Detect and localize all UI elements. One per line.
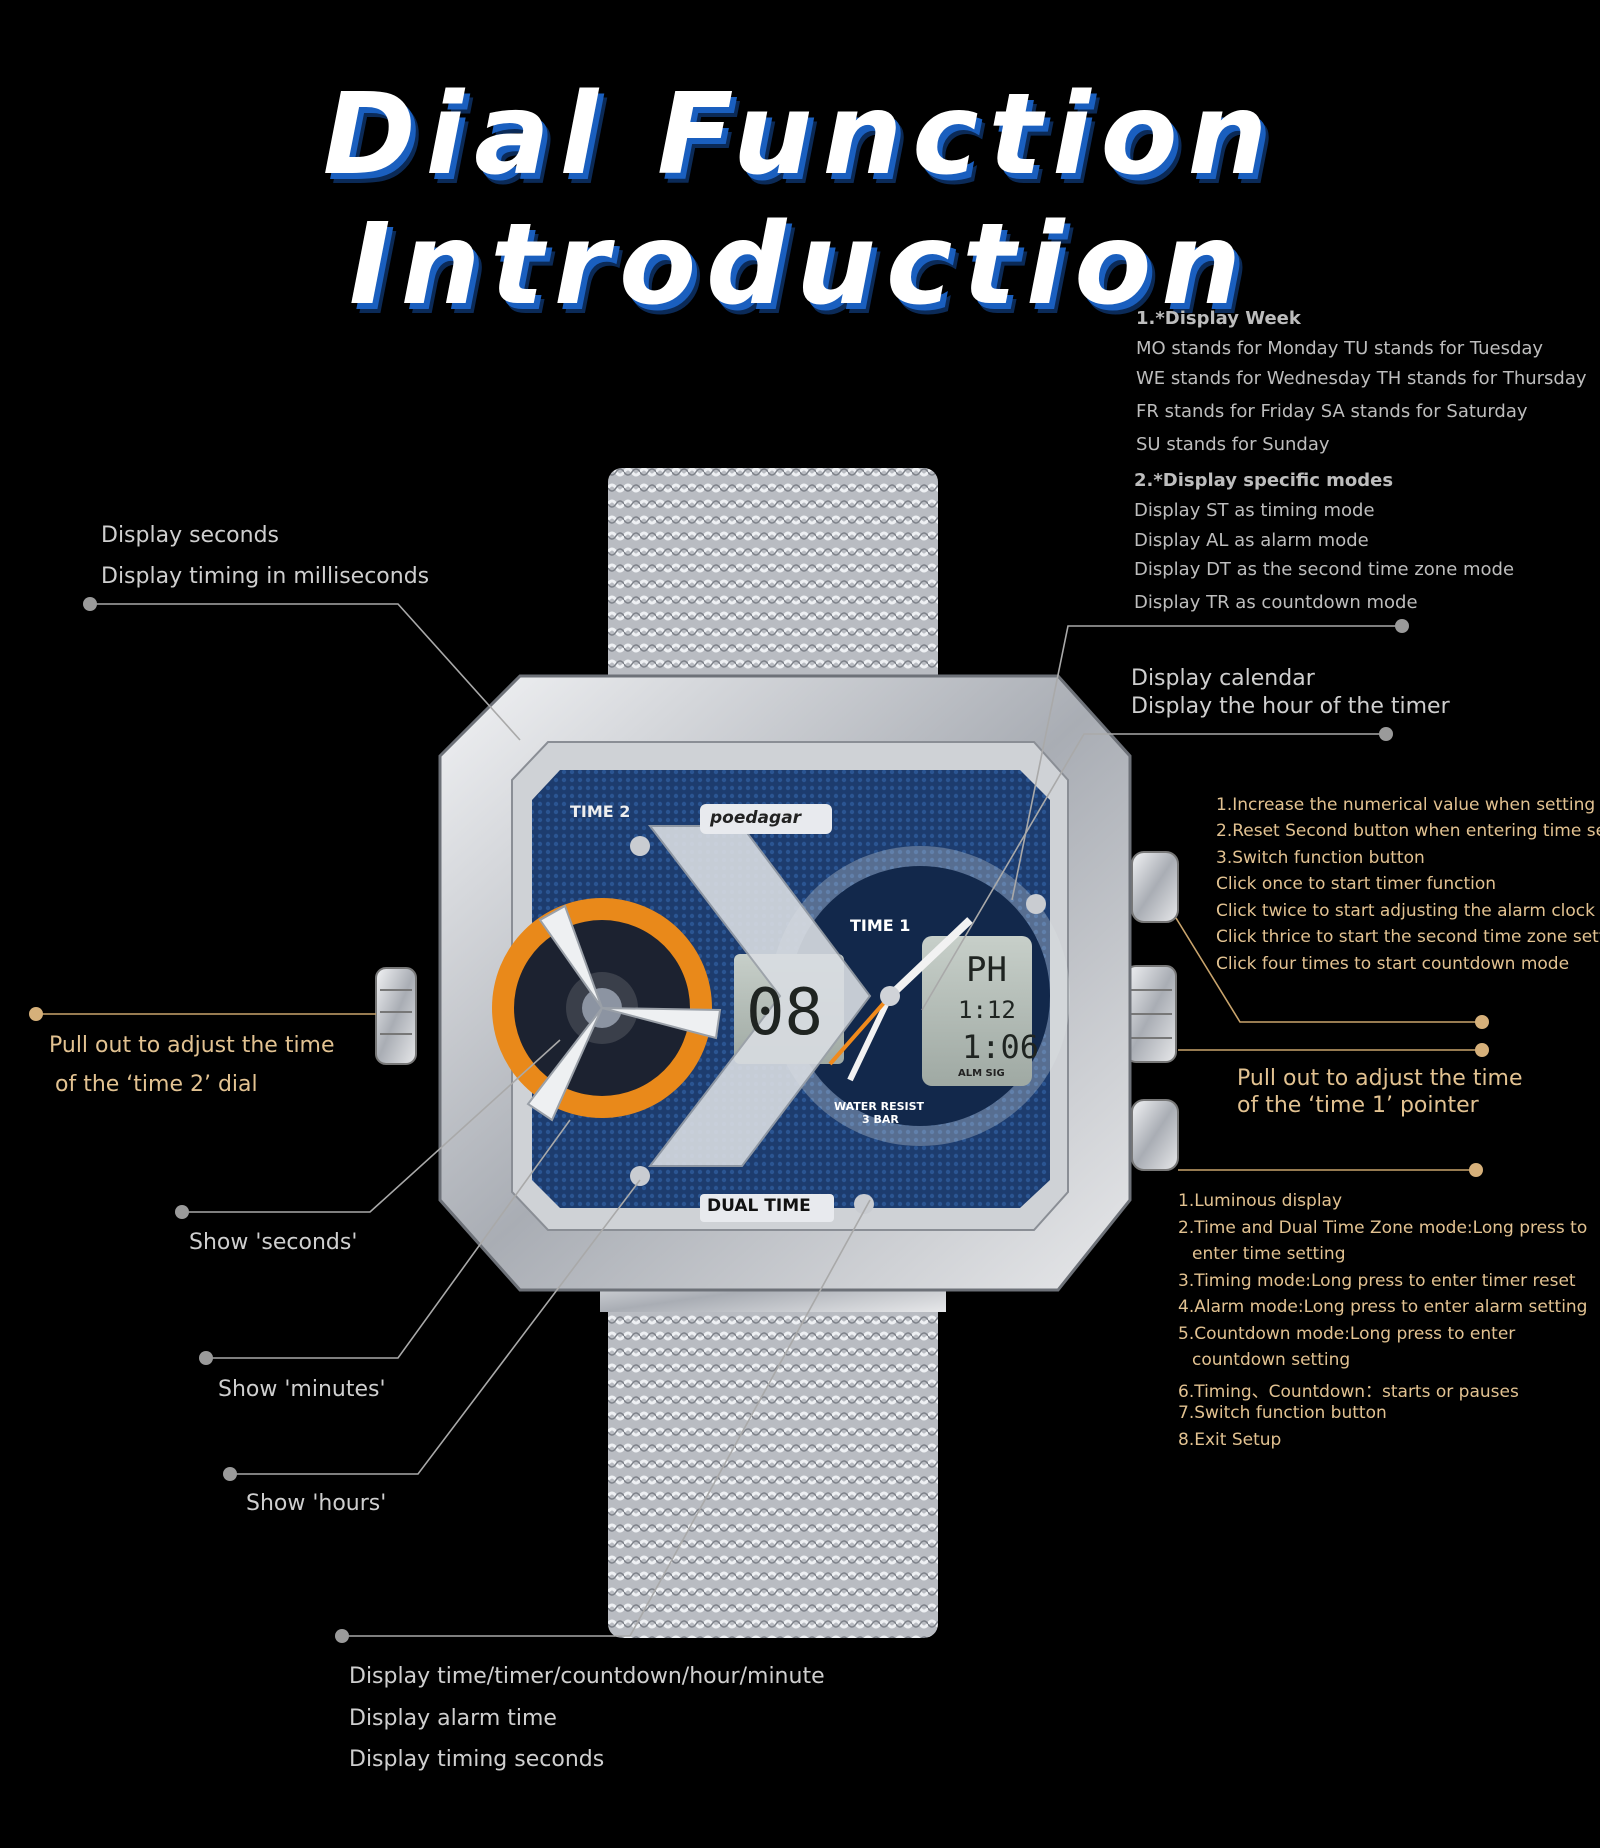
bottom-line: Display timing seconds — [349, 1747, 605, 1772]
button-bottom-line: 2.Time and Dual Time Zone mode:Long pres… — [1178, 1218, 1588, 1238]
pointer-dot-calendar — [1379, 727, 1393, 741]
lcd-left-value: 08 — [746, 976, 824, 1050]
seconds-line: Display timing in milliseconds — [101, 564, 430, 589]
week-line: MO stands for Monday TU stands for Tuesd… — [1136, 338, 1544, 359]
pointer-dot-button-top — [1475, 1015, 1489, 1029]
calendar-line: Display calendar — [1131, 666, 1315, 691]
seconds-line: Display seconds — [101, 523, 280, 548]
dual-time-label: DUAL TIME — [707, 1196, 811, 1216]
modes-line: Display DT as the second time zone mode — [1134, 559, 1515, 580]
mesh-strap-top — [608, 468, 938, 728]
button-bottom-line: 8.Exit Setup — [1178, 1430, 1282, 1450]
button-top-line: Click four times to start countdown mode — [1216, 954, 1570, 974]
modes-heading: 2.*Display specific modes — [1134, 470, 1394, 491]
crown-right-line: Pull out to adjust the time — [1237, 1066, 1523, 1091]
button-top-line: 1.Increase the numerical value when sett… — [1216, 795, 1596, 815]
pointer-dot-crown-right — [1475, 1043, 1489, 1057]
time1-label: TIME 1 — [850, 916, 911, 935]
week-line: FR stands for Friday SA stands for Satur… — [1136, 401, 1528, 422]
modes-line: Display TR as countdown mode — [1134, 592, 1418, 613]
lcd-right-bot: 1:06 — [962, 1028, 1040, 1066]
button-bottom-line: 3.Timing mode:Long press to enter timer … — [1178, 1271, 1576, 1291]
button-top-line: 3.Switch function button — [1216, 848, 1425, 868]
crown-left-line: Pull out to adjust the time — [49, 1033, 335, 1058]
modes-line: Display AL as alarm mode — [1134, 530, 1369, 551]
pointer-dot-crown-left — [29, 1007, 43, 1021]
crown-left-line: of the ‘time 2’ dial — [55, 1072, 258, 1097]
lcd-right-top: PH — [966, 950, 1007, 990]
button-bottom-line: countdown setting — [1192, 1350, 1351, 1370]
button-top-line: Click twice to start adjusting the alarm… — [1216, 901, 1595, 921]
pointer-dot-show-minutes — [199, 1351, 213, 1365]
lcd-right-mid: 1:12 — [958, 996, 1016, 1024]
week-heading: 1.*Display Week — [1136, 308, 1301, 329]
bottom-line: Display time/timer/countdown/hour/minute — [349, 1664, 825, 1689]
bottom-line: Display alarm time — [349, 1706, 557, 1731]
modes-line: Display ST as timing mode — [1134, 500, 1375, 521]
pointer-dot-button-bottom — [1469, 1163, 1483, 1177]
pointer-dot-show-seconds — [175, 1205, 189, 1219]
pointer-dot-bottom — [335, 1629, 349, 1643]
time2-label: TIME 2 — [570, 802, 631, 821]
brand-logo: poedagar — [710, 808, 802, 828]
water-resist-label: WATER RESIST — [834, 1100, 925, 1113]
button-top-line: 2.Reset Second button when entering time… — [1216, 821, 1600, 841]
week-line: WE stands for Wednesday TH stands for Th… — [1136, 368, 1587, 389]
pointer-dot-show-hours — [223, 1467, 237, 1481]
show-hours-label: Show 'hours' — [246, 1491, 387, 1516]
right-buttons — [1125, 851, 1179, 1171]
alm-sig-label: ALM SIG — [958, 1068, 1005, 1079]
mesh-strap-bottom — [608, 1268, 938, 1638]
button-bottom-line: enter time setting — [1192, 1244, 1346, 1264]
button-bottom-line: 4.Alarm mode:Long press to enter alarm s… — [1178, 1297, 1588, 1317]
button-bottom-line: 1.Luminous display — [1178, 1191, 1343, 1211]
pointer-dot-seconds — [83, 597, 97, 611]
show-minutes-label: Show 'minutes' — [218, 1377, 386, 1402]
button-top-line: Click thrice to start the second time zo… — [1216, 927, 1600, 947]
calendar-line: Display the hour of the timer — [1131, 694, 1450, 719]
button-bottom-line: 6.Timing、Countdown：starts or pauses — [1178, 1382, 1519, 1402]
week-line: SU stands for Sunday — [1136, 434, 1330, 455]
left-crown — [375, 967, 417, 1065]
bar-label: 3 BAR — [862, 1113, 899, 1126]
crown-right-line: of the ‘time 1’ pointer — [1237, 1093, 1479, 1118]
pointer-dot-modes — [1395, 619, 1409, 633]
button-bottom-line: 5.Countdown mode:Long press to enter — [1178, 1324, 1516, 1344]
button-bottom-line: 7.Switch function button — [1178, 1403, 1387, 1423]
button-top-line: Click once to start timer function — [1216, 874, 1497, 894]
show-seconds-label: Show 'seconds' — [189, 1230, 358, 1255]
page-title: Dial Function Introduction — [322, 70, 1278, 330]
